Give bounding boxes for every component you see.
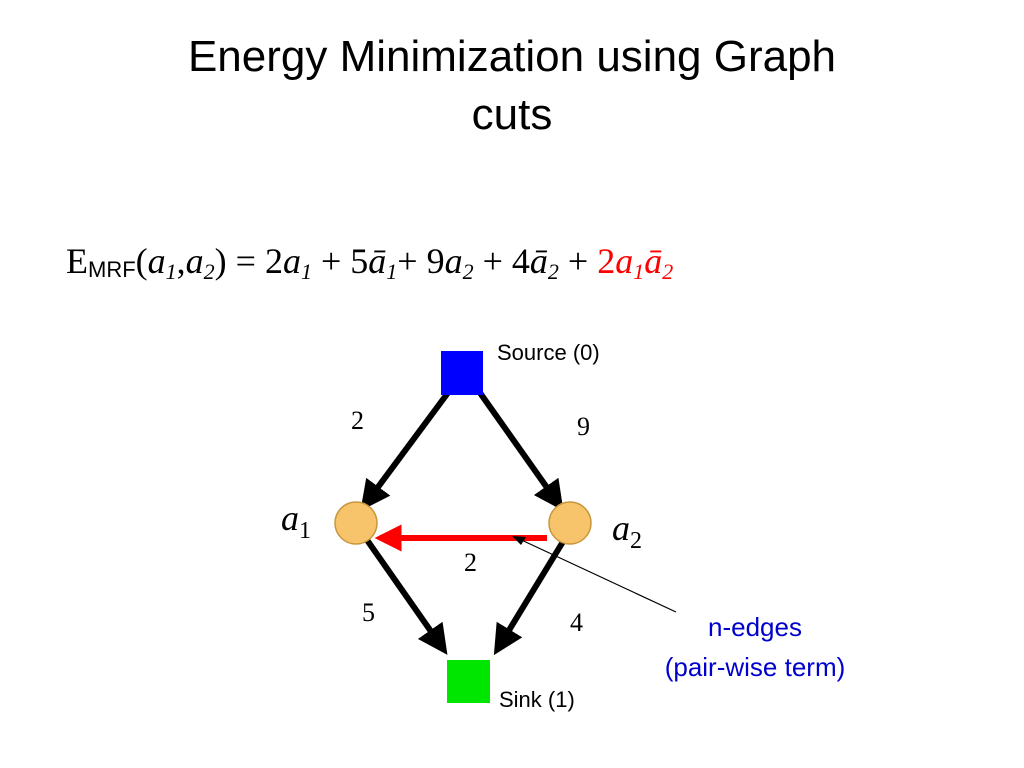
eq-open-paren: ( <box>135 241 148 281</box>
title-line-1: Energy Minimization using Graph <box>187 32 837 81</box>
eq-t2-var: ā <box>368 241 387 281</box>
eq-E: E <box>66 241 88 281</box>
eq-t3-var: a <box>444 241 463 281</box>
eq-comma: , <box>176 241 186 281</box>
eq-t5-coef: 2 <box>597 241 616 281</box>
weight-a1-sink: 5 <box>362 598 375 627</box>
eq-t5-sub1: 1 <box>633 259 645 284</box>
annotation-line-1: n-edges <box>708 612 802 642</box>
node-a2 <box>548 501 592 545</box>
eq-t1-sub: 1 <box>300 259 312 284</box>
eq-t4-op: + 4 <box>473 241 530 281</box>
eq-lhs-a2-sub: 2 <box>203 259 215 284</box>
annotation-pointer-line <box>514 536 677 613</box>
eq-t4-sub: 2 <box>547 259 559 284</box>
eq-t2-sub: 1 <box>386 259 398 284</box>
eq-t5-var1: a <box>615 241 634 281</box>
edge-source-a2 <box>475 388 564 511</box>
source-node <box>441 351 483 395</box>
sink-label: Sink (1) <box>499 687 575 712</box>
eq-mrf-subscript: MRF <box>88 257 136 282</box>
title-line-2: cuts <box>471 90 553 139</box>
eq-lhs-a2: a <box>185 241 204 281</box>
eq-pairwise-term: 2a1ā2 <box>597 241 674 284</box>
weight-a2-a1: 2 <box>464 548 477 577</box>
sink-node <box>447 660 490 703</box>
node-a1-var: a <box>281 498 299 538</box>
edge-a1-sink <box>364 538 448 655</box>
node-a1-label: a1 <box>281 498 311 544</box>
eq-lhs-a1-sub: 1 <box>165 259 177 284</box>
annotation-pointer-head <box>512 536 526 545</box>
annotation-line-2: (pair-wise term) <box>665 652 846 682</box>
energy-equation: EMRF(a1,a2) = 2a1 + 5ā1+ 9a2 + 4ā2 + 2a1… <box>66 240 673 285</box>
eq-t5-op: + <box>558 241 598 281</box>
eq-t3-op: + 9 <box>397 241 445 281</box>
node-a2-sub: 2 <box>630 528 642 554</box>
weight-source-a2: 9 <box>577 412 590 441</box>
node-a1 <box>334 501 378 545</box>
node-a1-sub: 1 <box>299 518 311 544</box>
weight-source-a1: 2 <box>351 406 364 435</box>
slide-title: Energy Minimization using Graph cuts <box>0 28 1024 144</box>
eq-t2-op: + 5 <box>311 241 369 281</box>
edge-source-a1 <box>360 388 453 511</box>
eq-close-equals: ) = 2 <box>214 241 283 281</box>
weight-a2-sink: 4 <box>570 608 583 637</box>
eq-t4-var: ā <box>529 241 548 281</box>
eq-lhs-a1: a <box>147 241 166 281</box>
node-a2-var: a <box>612 508 630 548</box>
edge-a2-sink <box>493 538 567 656</box>
node-a2-label: a2 <box>612 508 642 554</box>
eq-t5-var2: ā <box>644 241 663 281</box>
eq-t3-sub: 2 <box>462 259 474 284</box>
source-label: Source (0) <box>497 340 600 365</box>
eq-t5-sub2: 2 <box>662 259 674 284</box>
eq-t1-var: a <box>282 241 301 281</box>
